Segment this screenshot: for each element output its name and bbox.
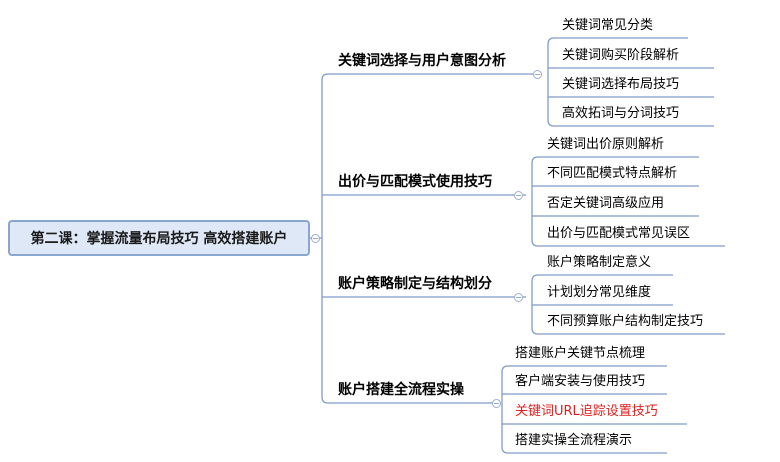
leaf-join-curve — [531, 274, 539, 282]
branch-label[interactable]: 出价与匹配模式使用技巧 — [338, 174, 492, 190]
trunk-top-curve — [321, 73, 329, 81]
leaf-label[interactable]: 不同匹配模式特点解析 — [547, 166, 678, 181]
root-topic[interactable]: 第二课：掌握流量布局技巧 高效搭建账户 — [8, 220, 310, 256]
leaf-label[interactable]: 关键词购买阶段解析 — [562, 48, 680, 63]
leaf-label[interactable]: 账户策略制定意义 — [547, 255, 652, 270]
leaf-join-curve — [531, 156, 539, 164]
branch-collapse-icon[interactable] — [514, 293, 523, 302]
leaf-join-curve — [501, 365, 509, 373]
leaf-label[interactable]: 高效拓词与分词技巧 — [562, 106, 680, 121]
leaf-label[interactable]: 计划划分常见维度 — [547, 285, 652, 300]
leaf-label[interactable]: 关键词选择布局技巧 — [562, 77, 680, 92]
leaf-label[interactable]: 客户端安装与使用技巧 — [515, 374, 646, 389]
leaf-join-curve — [501, 446, 509, 454]
leaf-label[interactable]: 搭建账户关键节点梳理 — [515, 346, 646, 361]
leaf-label[interactable]: 关键词URL追踪设置技巧 — [515, 404, 658, 419]
branch-label[interactable]: 账户策略制定与结构划分 — [338, 276, 492, 292]
leaf-label[interactable]: 搭建实操全流程演示 — [515, 433, 633, 448]
leaf-label[interactable]: 出价与匹配模式常见误区 — [547, 226, 691, 241]
root-topic-label: 第二课：掌握流量布局技巧 高效搭建账户 — [30, 231, 288, 247]
root-collapse-icon[interactable] — [311, 234, 320, 243]
branch-collapse-icon[interactable] — [514, 191, 523, 200]
branch-label[interactable]: 关键词选择与用户意图分析 — [338, 53, 506, 69]
leaf-join-curve — [547, 37, 555, 45]
branch-collapse-icon[interactable] — [533, 70, 542, 79]
leaf-join-curve — [531, 327, 539, 335]
branch-collapse-icon[interactable] — [492, 399, 501, 408]
leaf-label[interactable]: 不同预算账户结构制定技巧 — [547, 314, 704, 329]
leaf-join-curve — [547, 119, 555, 127]
branch-label[interactable]: 账户搭建全流程实操 — [338, 382, 464, 398]
leaf-label[interactable]: 关键词出价原则解析 — [547, 137, 665, 152]
leaf-label[interactable]: 关键词常见分类 — [562, 18, 654, 33]
leaf-join-curve — [531, 239, 539, 247]
leaf-label[interactable]: 否定关键词高级应用 — [547, 196, 665, 211]
trunk-bottom-curve — [321, 396, 329, 404]
